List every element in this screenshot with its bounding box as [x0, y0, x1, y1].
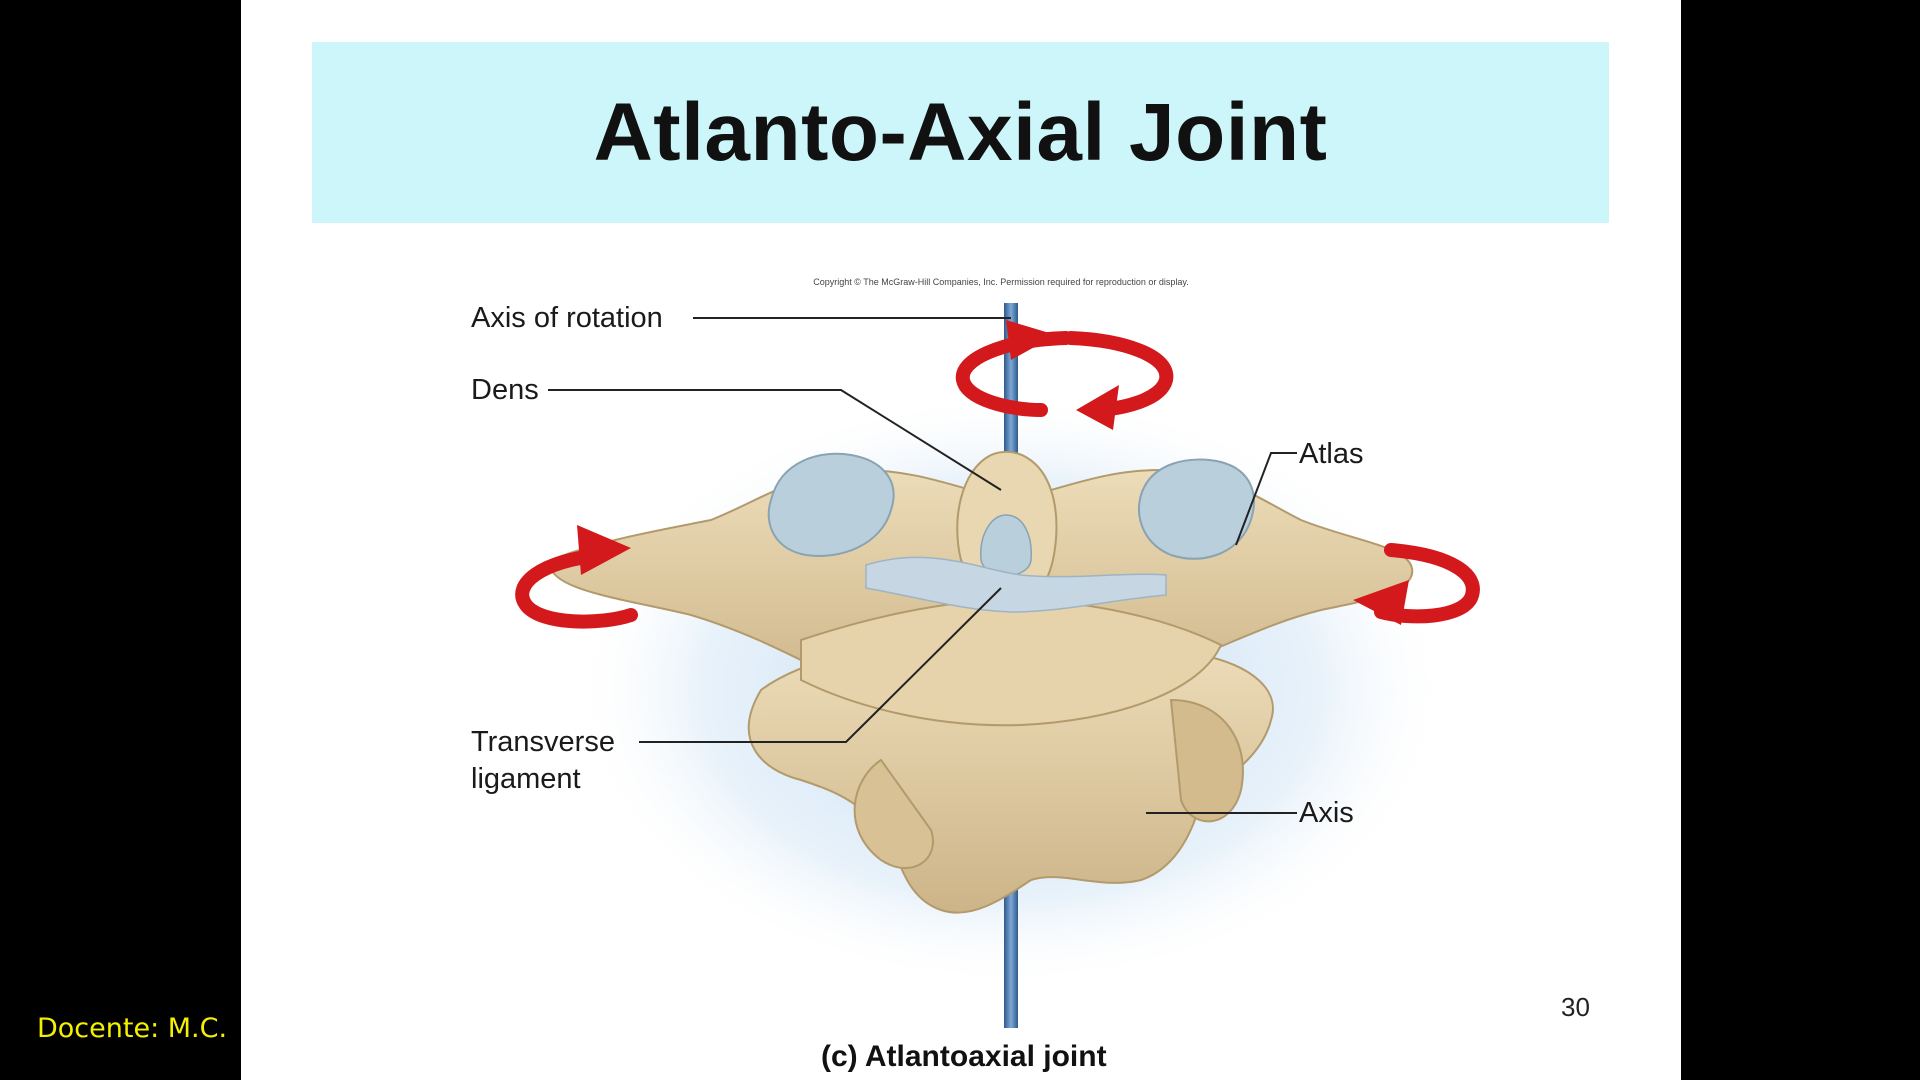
label-dens: Dens	[471, 374, 539, 406]
label-transverse: Transverse	[471, 726, 615, 758]
transverse-ligament-leader	[639, 587, 1002, 743]
transverse-ligament	[865, 556, 1167, 613]
left-rotation-arrow	[515, 548, 638, 629]
figure-caption: (c) Atlantoaxial joint	[821, 1040, 1107, 1073]
left-arrowhead	[577, 525, 631, 575]
title-band: Atlanto-Axial Joint	[312, 42, 1609, 223]
right-articular-facet	[1138, 458, 1255, 560]
footer-instructor: Docente: M.C.	[37, 1013, 228, 1044]
label-atlas: Atlas	[1299, 438, 1364, 470]
axis-spinous-process	[853, 758, 934, 870]
slide: Atlanto-Axial Joint Copyright © The McGr…	[241, 0, 1681, 1080]
top-arrowhead-2	[1076, 385, 1119, 430]
axis-right-process	[1169, 698, 1244, 823]
label-ligament: ligament	[471, 763, 581, 795]
slide-title: Atlanto-Axial Joint	[593, 86, 1328, 178]
page-number: 30	[1561, 992, 1590, 1022]
label-axis-of-rotation: Axis of rotation	[471, 302, 663, 334]
right-rotation-arrow	[1374, 543, 1480, 624]
atlas-leader	[1235, 452, 1297, 546]
right-arrowhead	[1353, 580, 1409, 625]
label-axis: Axis	[1299, 797, 1354, 829]
top-arrowhead-1	[1006, 320, 1056, 360]
dens-leader	[548, 389, 1002, 491]
left-articular-facet	[767, 452, 895, 557]
atlantoaxial-diagram	[515, 303, 1480, 1028]
copyright-notice: Copyright © The McGraw-Hill Companies, I…	[813, 277, 1189, 287]
top-rotation-arrow-back	[1064, 331, 1174, 417]
